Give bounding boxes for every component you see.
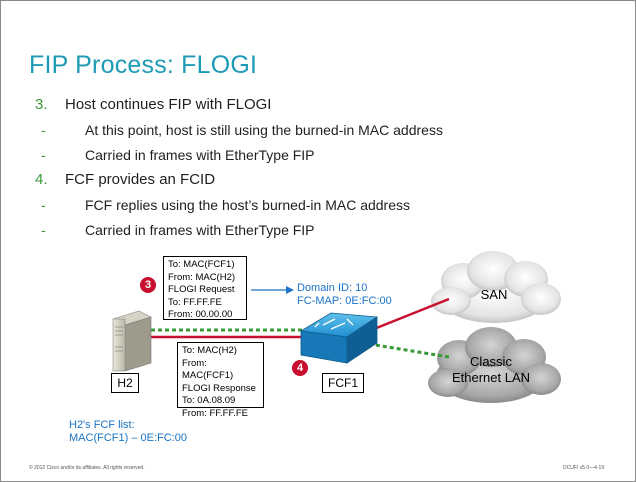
san-cloud <box>431 251 561 323</box>
copyright: © 2012 Cisco and/or its affiliates. All … <box>29 465 145 471</box>
fcf-list: H2's FCF list: MAC(FCF1) – 0E:FC:00 <box>69 419 187 445</box>
sub-bullet-dash: - <box>41 222 46 238</box>
sub-bullet-dash: - <box>41 147 46 163</box>
switch-label: FCF1 <box>322 373 364 393</box>
fcf-list-entry: MAC(FCF1) – 0E:FC:00 <box>69 432 187 444</box>
sub-bullet-text: FCF replies using the host’s burned-in M… <box>85 197 411 213</box>
step-badge-4: 4 <box>292 360 308 376</box>
course-code: DCUFI v5.0—4-19 <box>563 465 605 471</box>
sub-bullet-dash: - <box>41 197 46 213</box>
sub-bullet-text: Carried in frames with EtherType FIP <box>85 222 315 238</box>
domain-info: Domain ID: 10 FC-MAP: 0E:FC:00 <box>297 282 392 308</box>
fcf-list-title: H2's FCF list: <box>69 419 135 431</box>
switch-icon <box>299 312 379 364</box>
box-line: From: MAC(FCF1) <box>182 357 234 382</box>
san-label: SAN <box>480 287 508 302</box>
box-line: From: 00.00.00 <box>168 309 233 320</box>
lan-label-line: Ethernet LAN <box>451 370 531 385</box>
box-line: FLOGI Response <box>182 382 256 394</box>
box-line: To: FF.FF.FE <box>168 296 222 308</box>
sub-bullet-dash: - <box>41 122 46 138</box>
fc-link-switch-san <box>368 297 450 333</box>
flogi-request-box: To: MAC(FCF1) From: MAC(H2) FLOGI Reques… <box>163 256 247 320</box>
eth-link-switch-lan <box>368 342 450 359</box>
box-line: To: MAC(FCF1) <box>168 259 235 270</box>
box-line: From: FF.FF.FE <box>182 407 248 419</box>
fc-map-text: FC-MAP: 0E:FC:00 <box>297 295 392 307</box>
domain-id-text: Domain ID: 10 <box>297 282 368 294</box>
step-badge-3: 3 <box>140 277 156 293</box>
box-line: To: 0A.08.09 <box>182 395 236 406</box>
bullet-text: FCF provides an FCID <box>65 171 216 188</box>
server-icon <box>112 310 152 372</box>
lan-label: Classic Ethernet LAN <box>441 354 541 386</box>
box-line: From: MAC(H2) <box>168 271 236 283</box>
bullet-number: 3. <box>35 96 48 113</box>
bullet-number: 4. <box>35 171 48 188</box>
sub-bullet-text: At this point, host is still using the b… <box>85 122 443 138</box>
box-line: FLOGI Request <box>168 284 235 295</box>
bullet-text: Host continues FIP with FLOGI <box>65 96 272 113</box>
slide-title: FIP Process: FLOGI <box>29 51 258 79</box>
box-line: To: MAC(H2) <box>182 345 237 356</box>
sub-bullet-text: Carried in frames with EtherType FIP <box>85 147 315 163</box>
flogi-response-box: To: MAC(H2) From: MAC(FCF1) FLOGI Respon… <box>177 342 264 419</box>
lan-cloud <box>428 327 561 403</box>
host-label: H2 <box>111 373 139 393</box>
lan-label-line: Classic <box>470 354 512 369</box>
request-arrow <box>251 286 294 294</box>
